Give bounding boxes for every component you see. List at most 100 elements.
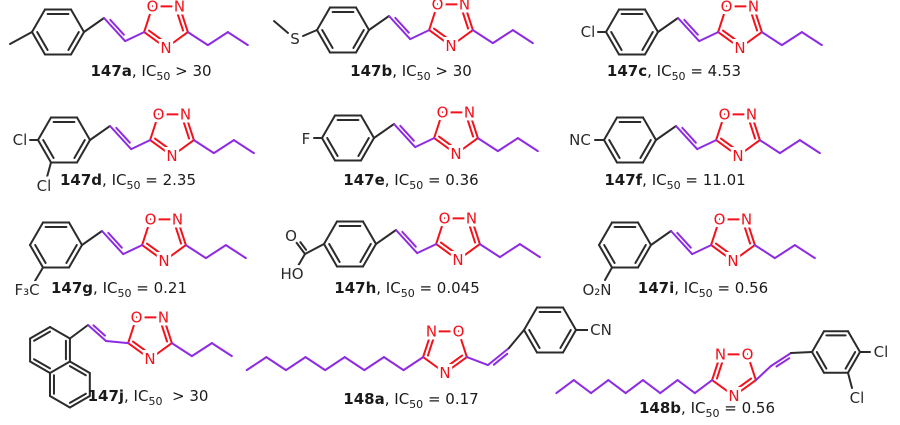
compound-label-147j: 147j, IC50 > 30 bbox=[88, 388, 209, 408]
compound-label-147c: 147c, IC50 = 4.53 bbox=[607, 63, 741, 83]
substituent-label: Cl bbox=[850, 389, 865, 407]
bond bbox=[608, 139, 621, 160]
bond bbox=[181, 117, 191, 140]
bond bbox=[210, 342, 233, 358]
bond bbox=[321, 114, 336, 139]
bond bbox=[793, 244, 816, 260]
bond bbox=[29, 244, 44, 269]
bond bbox=[31, 8, 46, 33]
bond bbox=[163, 244, 187, 262]
label-text: , IC bbox=[681, 399, 706, 417]
bond bbox=[598, 221, 613, 246]
bond bbox=[467, 221, 477, 244]
bond bbox=[360, 114, 375, 139]
bond bbox=[147, 29, 167, 44]
compound-id: 147i bbox=[637, 279, 675, 297]
bond bbox=[9, 31, 33, 45]
bond bbox=[745, 218, 756, 247]
bond bbox=[603, 244, 616, 265]
bond bbox=[457, 243, 481, 261]
bond bbox=[465, 356, 489, 367]
compound-label-148b: 148b, IC50 = 0.56 bbox=[639, 400, 775, 420]
bond bbox=[33, 358, 51, 370]
bond bbox=[122, 244, 144, 256]
bond bbox=[562, 306, 577, 331]
bond bbox=[212, 139, 235, 155]
bond bbox=[460, 7, 470, 30]
bond bbox=[624, 379, 644, 395]
bond bbox=[753, 244, 776, 260]
substituent-label: HO bbox=[280, 265, 303, 283]
bond bbox=[433, 137, 457, 155]
bond bbox=[352, 29, 365, 50]
bond bbox=[717, 31, 741, 49]
label-text: , IC bbox=[392, 62, 417, 80]
nitrogen-atom: N bbox=[727, 252, 738, 270]
bond bbox=[733, 377, 753, 392]
nitrogen-atom: N bbox=[172, 210, 183, 228]
bond bbox=[321, 137, 336, 162]
bond bbox=[363, 356, 385, 372]
bond bbox=[693, 379, 714, 395]
bond bbox=[36, 31, 49, 52]
bond bbox=[655, 125, 677, 141]
ic50-subscript: 50 bbox=[666, 179, 681, 192]
label-text: , IC bbox=[642, 171, 667, 189]
bond bbox=[847, 371, 853, 389]
bond bbox=[29, 326, 51, 340]
nitrogen-atom: N bbox=[741, 210, 752, 228]
bond bbox=[375, 229, 397, 245]
bond bbox=[507, 329, 525, 350]
bond bbox=[49, 326, 71, 340]
bond bbox=[127, 342, 151, 360]
bond bbox=[719, 137, 739, 152]
bond bbox=[455, 137, 479, 155]
bond bbox=[178, 5, 189, 34]
nitrogen-atom: N bbox=[158, 308, 169, 326]
compound-id: 147j bbox=[87, 387, 125, 405]
nitrogen-atom: N bbox=[144, 350, 155, 368]
bond bbox=[426, 334, 436, 357]
label-text: , IC bbox=[102, 171, 127, 189]
bond bbox=[590, 379, 610, 395]
bond bbox=[435, 217, 446, 246]
nitrogen-atom: N bbox=[174, 0, 185, 15]
compound-id: 147f bbox=[604, 171, 643, 189]
bond bbox=[89, 125, 111, 141]
nitrogen-atom: N bbox=[732, 147, 743, 165]
bond bbox=[428, 29, 452, 47]
bond bbox=[603, 116, 618, 141]
bond bbox=[737, 139, 761, 157]
bond bbox=[714, 242, 734, 257]
bond bbox=[715, 357, 725, 380]
bond bbox=[401, 230, 417, 248]
bond bbox=[760, 31, 783, 47]
bond bbox=[465, 115, 475, 138]
bond bbox=[206, 31, 229, 47]
bond bbox=[355, 6, 370, 31]
bond bbox=[316, 6, 331, 31]
compound-id: 148a bbox=[343, 390, 385, 408]
bond bbox=[326, 137, 339, 158]
bond bbox=[476, 137, 499, 153]
bond bbox=[773, 244, 796, 260]
compound-id: 147b bbox=[350, 62, 393, 80]
bond bbox=[130, 139, 152, 151]
bond bbox=[523, 306, 538, 331]
bond bbox=[321, 29, 334, 50]
bond bbox=[149, 113, 160, 142]
ic50-subscript: 50 bbox=[156, 70, 171, 83]
bond bbox=[67, 31, 80, 52]
bond bbox=[478, 243, 501, 259]
bond bbox=[644, 31, 659, 56]
bond bbox=[394, 16, 410, 34]
bond bbox=[670, 230, 694, 256]
bond bbox=[528, 329, 541, 350]
bond bbox=[324, 356, 346, 372]
bond bbox=[37, 139, 52, 164]
oxygen-atom: O bbox=[147, 0, 159, 15]
bond bbox=[81, 230, 103, 246]
